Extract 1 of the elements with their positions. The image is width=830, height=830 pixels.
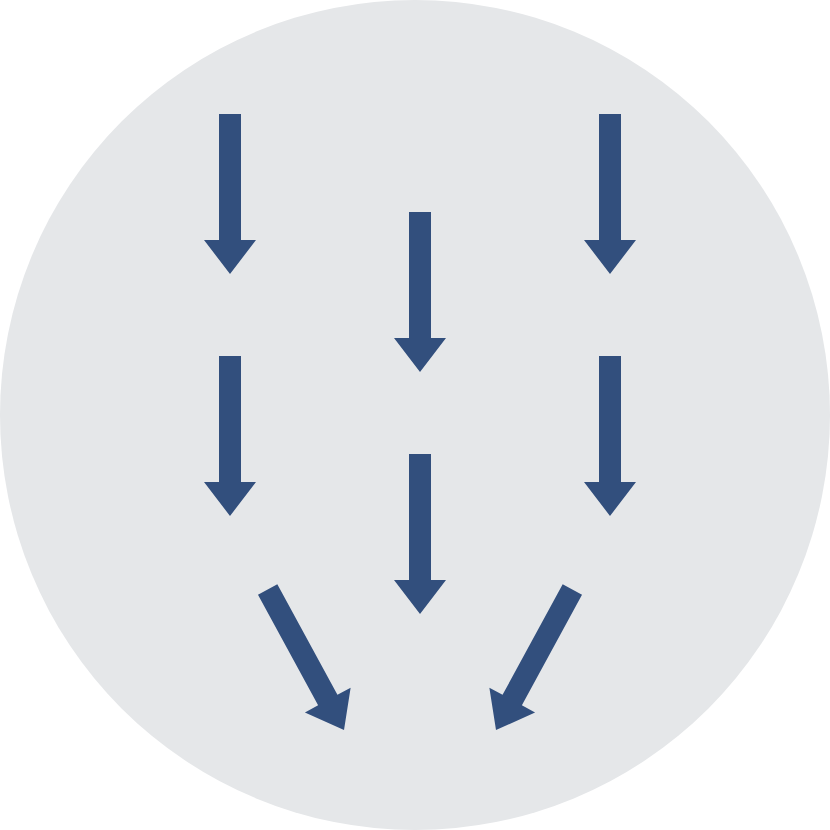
background-circle [0, 0, 830, 830]
